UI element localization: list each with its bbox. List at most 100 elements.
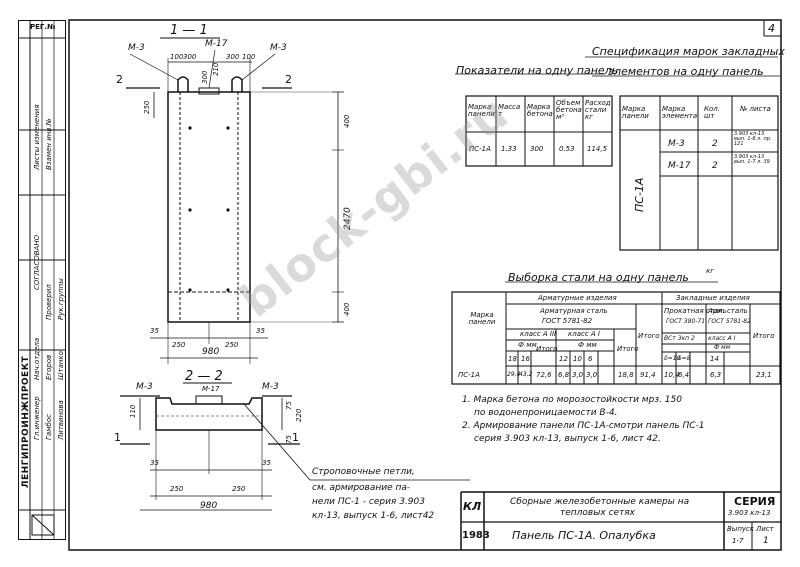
t3-h-itogo-arm: Итого [638,332,660,340]
t2-h-panel: Марка панели [622,105,649,120]
stamp-name-3: Гамбос [45,414,53,440]
t3-d-a1-1: 12 [559,355,568,363]
t3-d-a1-3: 6 [588,355,593,363]
t3-r-a3-2: 43,2 [519,371,533,378]
t3-r-arm-total: 91,4 [640,371,656,379]
dim-250e: 250 [232,485,246,493]
dim-250c: 250 [225,341,239,349]
dim-250d: 250 [170,485,184,493]
dim-250-left: 250 [143,100,151,114]
t3-r-a1-1: 6,8 [558,371,570,379]
t1-concrete: 300 [530,145,544,153]
t2-h-sheet: № листа [740,105,771,113]
dim-400-top: 400 [343,114,351,128]
t3-r-arm-1: 6,3 [710,371,722,379]
note-2b: серия 3.903 кл-13, выпуск 1-6, лист 42. [474,434,661,444]
t1-volume: 0.53 [559,145,575,153]
t2-h-element: Марка элемента [662,105,698,120]
dim-980: 980 [202,347,220,357]
stamp-text-a: Листы изменения [33,104,41,170]
reg-label: РЕГ.№ [30,23,56,31]
t3-h-itogo-a1: Итого [617,345,639,353]
t3-h-armatura: Арматурные изделия [538,294,617,302]
table2-title-1: Спецификация марок закладных [592,45,785,58]
dim-100: 100 [170,53,184,61]
dim-980b: 980 [200,501,218,511]
t1-mass: 1.33 [501,145,517,153]
t3-h-vst: ВСт 3кп 2 [664,335,695,342]
t1-steel: 114,5 [587,145,608,153]
dim-210: 210 [212,62,220,76]
dim-300a: 300 [183,53,197,61]
note-1b: по водонепроницаемости В-4. [474,408,618,418]
t3-r-a3-1: 29,4 [507,371,521,378]
tb-title-1: Сборные железобетонные камеры на [510,497,690,507]
tb-kl: КЛ [463,500,482,513]
t3-h-dmm2: Ф мм [714,344,731,351]
t3-r-grand-total: 23,1 [756,371,772,379]
table3-title-sup: кг [706,267,714,275]
stamp-grid [18,20,66,540]
arrow-2-right: 2 [285,73,292,86]
mark-m17-top: М-17 [205,39,228,49]
stamp-name-2: Штанко [57,351,65,380]
t2-r2-qty: 2 [712,161,718,171]
stamp-name-4: Литвинова [57,400,65,440]
tb-list-value: 1 [763,536,769,546]
note-2a: 2. Армирование панели ПС-1А-смотри панел… [462,421,705,431]
tb-seria-value: 3.903 кл-13 [728,509,771,517]
section-1-title: 1 — 1 [170,23,208,38]
t3-h-itogo-a3: Итого [536,345,558,353]
t3-r-a1-2: 3,0 [572,371,584,379]
tb-title-2: тепловых сетях [560,508,635,518]
arrow-1-right: 1 [292,431,299,444]
dim-400-bottom: 400 [343,302,351,316]
t3-d-arm-1: 14 [710,355,719,363]
t3-d-prokat-2: δ=8 [678,355,691,362]
t3-h-dmm-a3: Ф мм [518,341,537,349]
t3-r-prokat-2: 6,4 [678,371,690,379]
stamp-role-1: Нач.отдела [33,337,41,380]
t3-h-dmm-a1: Ф мм [578,341,597,349]
t1-h-volume: Объем бетона м³ [556,99,582,121]
dim-300c: 300 [201,70,209,84]
t2-r1-element: М-3 [668,139,685,149]
tb-list-label: Лист [756,525,774,533]
mark-m3-right: М-3 [270,43,287,53]
callout-line-4: кл-13, выпуск 1-6, лист42 [312,511,435,521]
callout-line-1: Строповочные петли, [312,467,415,477]
stamp-name-1: Егоров [45,354,53,380]
t3-h-prokat-gost: ГОСТ 380-71 [666,318,706,325]
arrow-2-left: 2 [116,73,123,86]
mark-m3-left: М-3 [128,43,145,53]
tb-subtitle: Панель ПС-1А. Опалубка [512,529,656,542]
stamp-text-c: СОГЛАСОВАНО [33,234,41,290]
dim-35d: 35 [262,459,271,467]
t2-r2-sheet: 3.903 кл-13 вып. 1-7 л. 39 [734,154,770,165]
t3-d-prokat-1: δ=10 [664,355,681,362]
t3-h-panel: Марка панели [468,311,496,326]
t2-h-qty: Кол. шт [704,105,720,120]
table3-title: Выборка стали на одну панель [508,271,689,284]
t3-r-a1-total: 18,8 [618,371,634,379]
t3-r-a1-3: 3,0 [586,371,598,379]
tb-year: 1983 [462,530,490,541]
t3-h-gost: ГОСТ 5781-82 [542,317,593,325]
section-2-title: 2 — 2 [185,369,223,384]
mark-m3-s2-right: М-3 [262,382,279,392]
stamp-org: ЛЕНГИПРОИНЖПРОЕКТ [21,355,31,488]
t2-r1-sheet: 3.903 кл-13 вып. 1-6 л. пр. 121 [734,131,772,147]
stamp-text-b: Взамен инв.№ [45,118,53,170]
t2-r1-qty: 2 [712,139,718,149]
dim-35a: 35 [150,327,159,335]
mark-m3-s2-left: М-3 [136,382,153,392]
t3-d-a1-2: 10 [573,355,582,363]
tb-vypusk-label: Выпуск [727,525,755,533]
callout-line-3: нели ПС-1 - серия 3.903 [312,497,425,507]
t3-h-arm-zakl: Арм. сталь [708,307,748,315]
left-stamp-column [18,20,66,540]
t1-h-steel: Расход стали кг [585,99,611,121]
dim-35c: 35 [150,459,159,467]
